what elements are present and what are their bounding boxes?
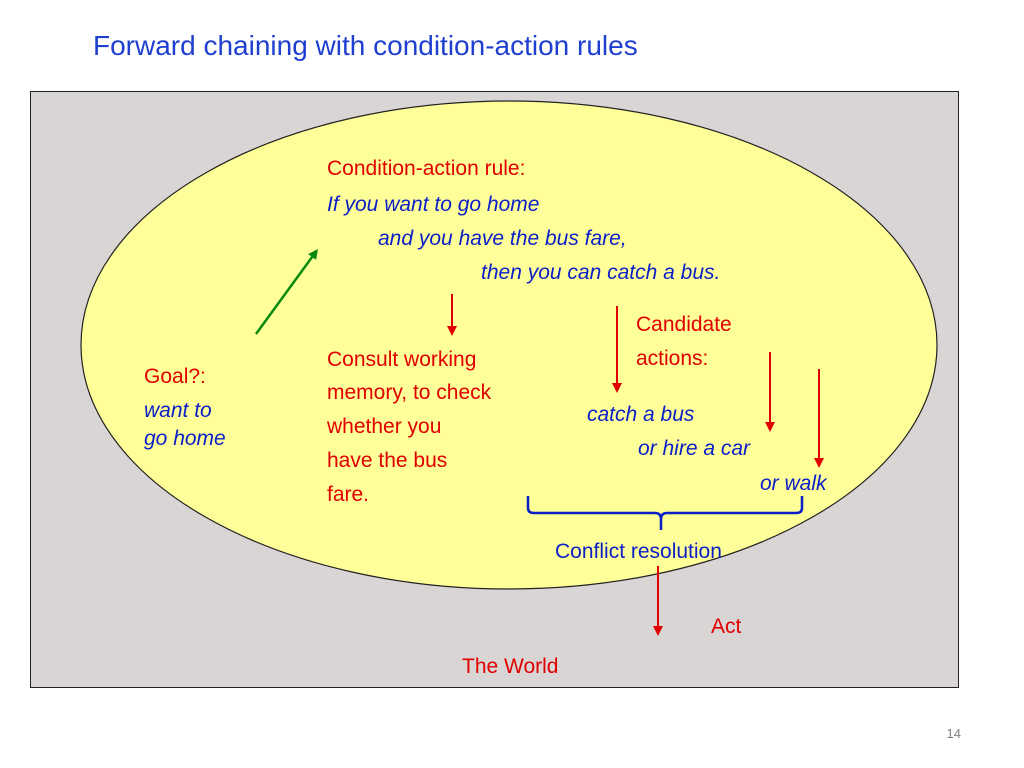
slide-title: Forward chaining with condition-action r… <box>93 30 638 61</box>
act-label: Act <box>711 615 742 638</box>
rule-heading: Condition-action rule: <box>327 157 526 180</box>
page-number: 14 <box>946 726 961 741</box>
candidates-brace <box>526 496 804 530</box>
rule-line-2: and you have the bus fare, <box>378 227 627 250</box>
goal-line-2: go home <box>144 427 226 450</box>
consult-line-3: whether you <box>327 415 442 438</box>
consult-line-4: have the bus <box>327 449 448 472</box>
goal-label: Goal?: <box>144 365 206 388</box>
consult-line-1: Consult working <box>327 348 477 371</box>
goal-line-1: want to <box>144 399 212 422</box>
candidates-heading-line-1: Candidate <box>636 313 732 336</box>
candidate-action-3: or walk <box>760 472 827 495</box>
agent-ellipse <box>80 100 938 590</box>
world-label: The World <box>462 655 559 678</box>
candidate-action-1: catch a bus <box>587 403 695 426</box>
consult-line-5: fare. <box>327 483 370 506</box>
consult-line-2: memory, to check <box>327 381 492 404</box>
candidate-action-2: or hire a car <box>638 437 751 460</box>
goal-to-rule-arrow <box>254 248 318 335</box>
conflict-resolution-label: Conflict resolution <box>555 540 722 563</box>
rule-line-1: If you want to go home <box>327 193 540 216</box>
candidates-heading-line-2: actions: <box>636 347 709 370</box>
rule-line-3: then you can catch a bus. <box>481 261 721 284</box>
